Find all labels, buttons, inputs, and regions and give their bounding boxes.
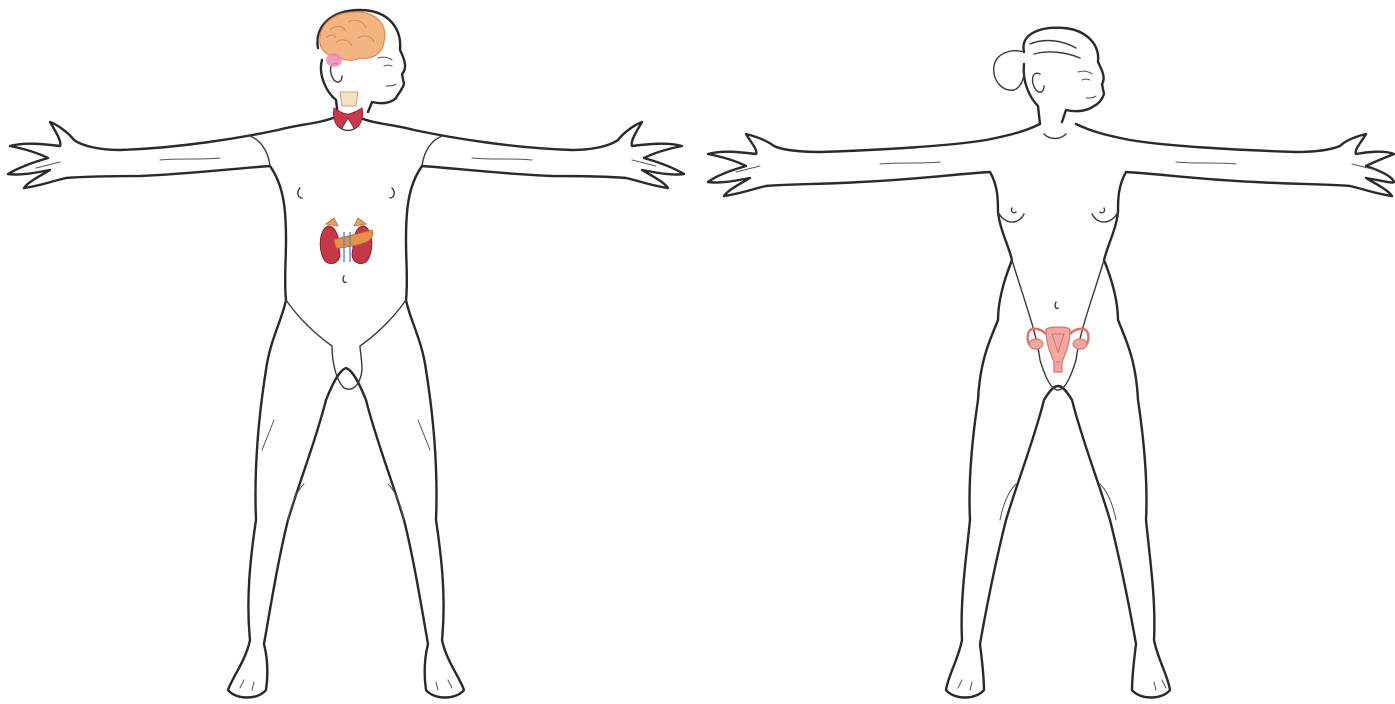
female-arm-details	[736, 162, 1376, 172]
male-body-outline	[8, 116, 684, 698]
right-ovary-shape	[1073, 339, 1087, 349]
male-torso-details	[250, 126, 442, 389]
abdominal-organs	[320, 218, 373, 264]
male-figure	[8, 10, 684, 698]
female-ear	[1033, 73, 1044, 92]
adrenal-glands-shape	[326, 218, 366, 226]
thyroid-organ	[333, 92, 362, 128]
female-hair-bun	[994, 41, 1080, 91]
male-arm-details	[36, 158, 656, 168]
pituitary-gland-shape	[326, 53, 342, 67]
thyroid-cartilage-shape	[340, 92, 358, 106]
brain-organ	[320, 12, 385, 67]
female-body-outline	[708, 124, 1394, 698]
male-face-details	[378, 57, 396, 86]
thyroid-lobes-shape	[333, 108, 362, 128]
uterus-organ	[1028, 327, 1089, 372]
female-figure	[708, 28, 1394, 698]
left-ovary-shape	[1029, 339, 1043, 349]
female-face-details	[1078, 71, 1096, 98]
male-leg-details	[240, 420, 452, 690]
